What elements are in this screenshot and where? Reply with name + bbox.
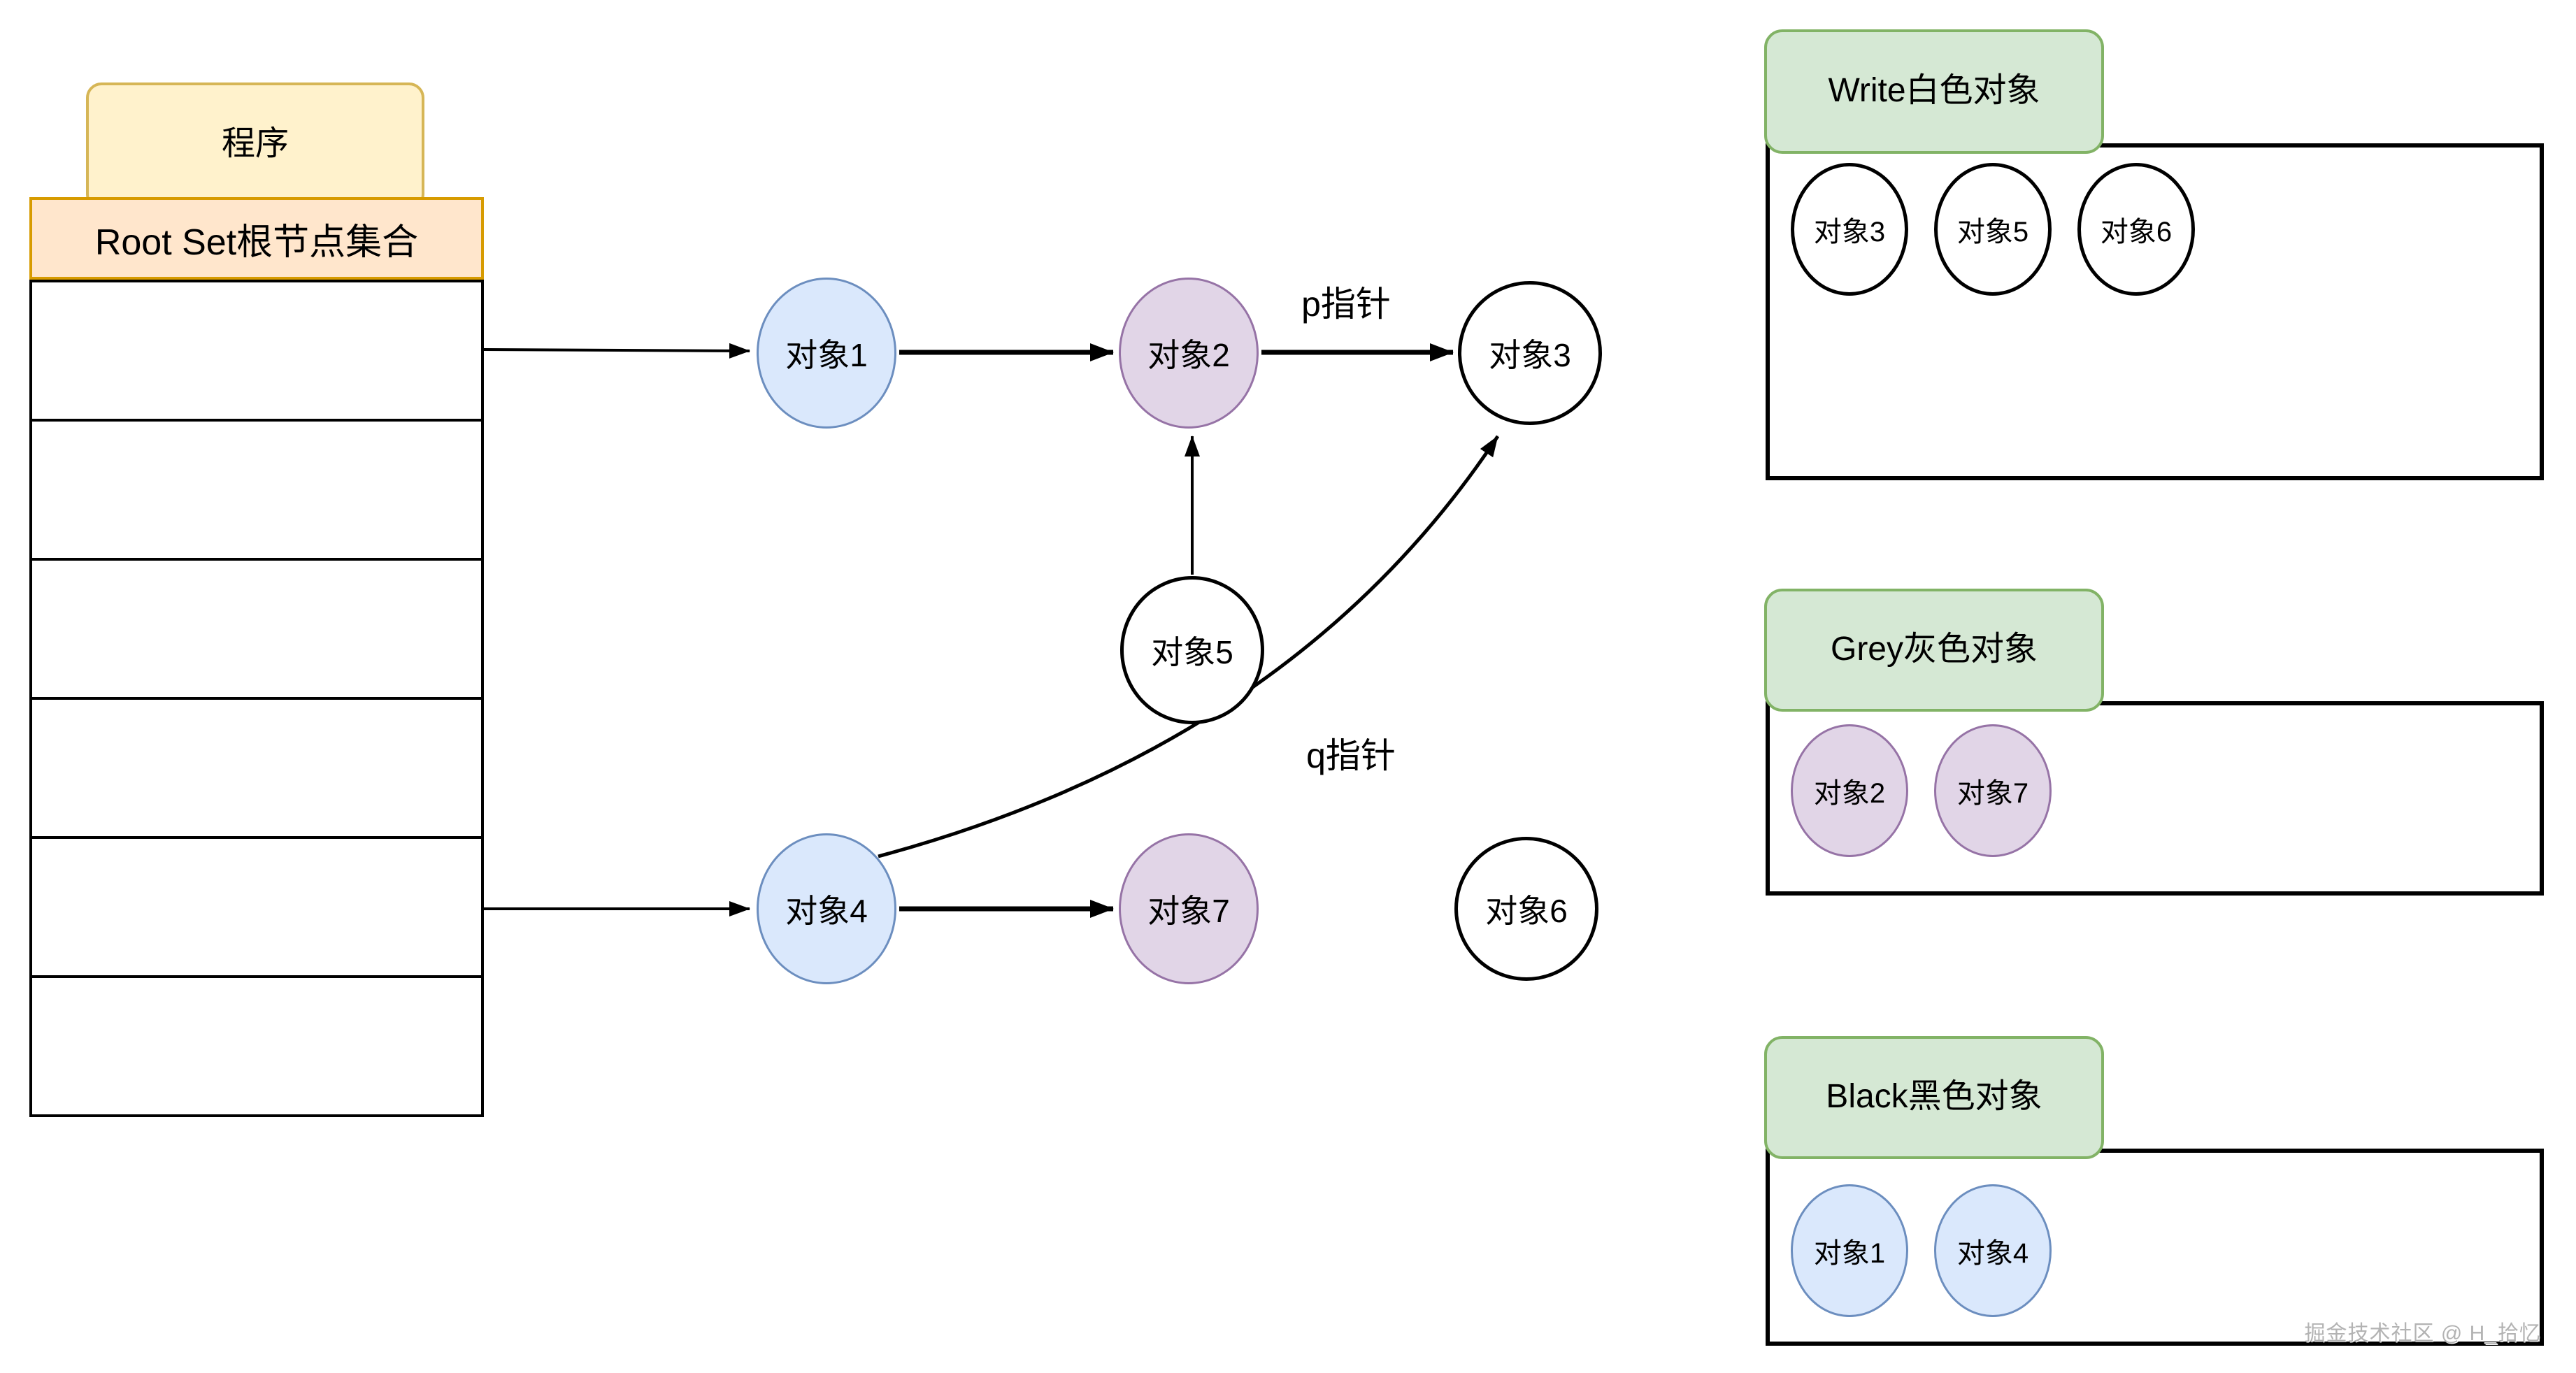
white-member-obj3: 对象3 (1791, 163, 1908, 296)
black-objects-panel-title: Black黑色对象 (1826, 1078, 2042, 1115)
black-member-obj4: 对象4 (1934, 1184, 2052, 1317)
node-obj2-label: 对象2 (1147, 337, 1230, 373)
node-obj6-label: 对象6 (1485, 893, 1568, 929)
q-pointer-label: q指针 (1306, 736, 1396, 775)
root-set-table (29, 280, 484, 1117)
black-objects-panel-body (1766, 1149, 2544, 1346)
node-obj7: 对象7 (1119, 833, 1259, 984)
program-box: 程序 (86, 82, 424, 210)
root-set-slot-2 (32, 419, 481, 558)
node-obj5: 对象5 (1120, 576, 1264, 724)
white-objects-panel-title: Write白色对象 (1828, 72, 2040, 109)
node-obj2: 对象2 (1119, 278, 1259, 429)
white-member-obj5: 对象5 (1934, 163, 2052, 296)
root-set-slot-4 (32, 697, 481, 836)
grey-member-obj2: 对象2 (1791, 724, 1908, 857)
black-objects-panel-tab: Black黑色对象 (1764, 1036, 2104, 1159)
node-obj1-label: 对象1 (785, 337, 868, 373)
edge-rootset-to-obj1 (483, 343, 750, 359)
node-obj4: 对象4 (757, 833, 896, 984)
root-set-slot-1 (32, 282, 481, 419)
node-obj1: 对象1 (757, 278, 896, 429)
grey-objects-panel-title: Grey灰色对象 (1830, 631, 2038, 668)
node-obj3-label: 对象3 (1489, 337, 1571, 373)
grey-member-obj7: 对象7 (1934, 724, 2052, 857)
root-set-slot-3 (32, 558, 481, 697)
node-obj6: 对象6 (1454, 837, 1598, 981)
node-obj7-label: 对象7 (1147, 893, 1230, 929)
node-obj3: 对象3 (1458, 281, 1602, 425)
watermark: 掘金技术社区 @ H_拾忆 (2304, 1322, 2541, 1345)
black-member-obj1: 对象1 (1791, 1184, 1908, 1317)
root-set-slot-5 (32, 836, 481, 975)
p-pointer-label: p指针 (1301, 285, 1391, 324)
program-label: 程序 (221, 125, 289, 162)
node-obj5-label: 对象5 (1151, 634, 1233, 670)
grey-objects-panel-tab: Grey灰色对象 (1764, 589, 2104, 712)
root-set-label: Root Set根节点集合 (94, 222, 419, 263)
root-set-header: Root Set根节点集合 (29, 197, 484, 280)
white-member-obj6: 对象6 (2077, 163, 2195, 296)
root-set-slot-6 (32, 975, 481, 1114)
node-obj4-label: 对象4 (785, 893, 868, 929)
white-objects-panel-tab: Write白色对象 (1764, 29, 2104, 154)
